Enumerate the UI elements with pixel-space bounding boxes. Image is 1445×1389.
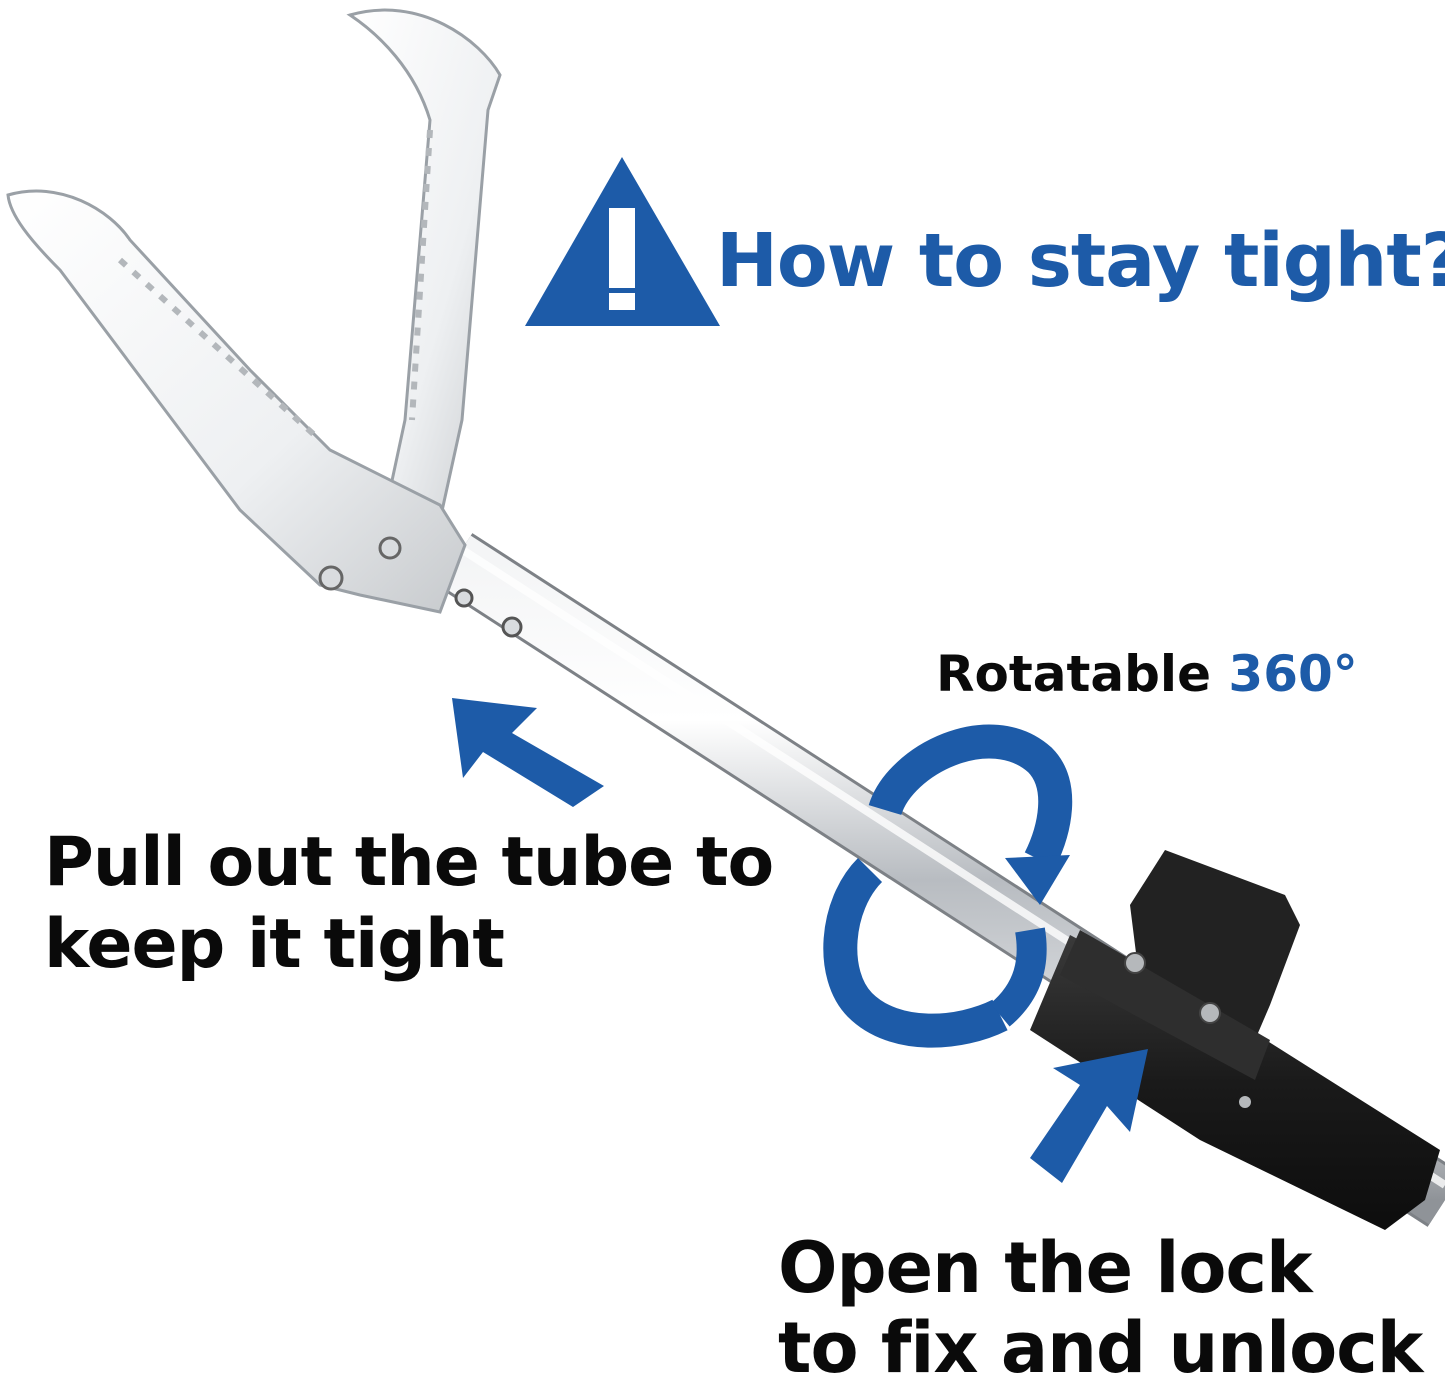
grabber-jaw-lower [6,189,467,614]
pull-caption: Pull out the tube to keep it tight [44,822,774,986]
rotate-word: Rotatable [936,645,1211,703]
rotate-caption: Rotatable 360° [936,645,1358,703]
lock-collar [1030,850,1440,1230]
heading-text: How to stay tight? [716,218,1445,304]
rotate-value: 360° [1228,645,1358,703]
lock-caption-line-2: to fix and unlock [778,1307,1423,1389]
warning-triangle-icon [525,157,720,326]
heading: How to stay tight? [716,218,1445,304]
rotate-360-icon [823,724,1073,1048]
grabber-jaw-upper [346,8,502,523]
pull-arrow-icon [452,698,604,807]
pull-caption-line-2: keep it tight [44,905,505,984]
jaw-bolts [318,536,523,638]
lock-caption-line-1: Open the lock [778,1227,1313,1309]
pull-caption-line-1: Pull out the tube to [44,823,774,902]
lock-arrow-icon [1030,1049,1148,1183]
lock-caption: Open the lock to fix and unlock [778,1227,1423,1389]
